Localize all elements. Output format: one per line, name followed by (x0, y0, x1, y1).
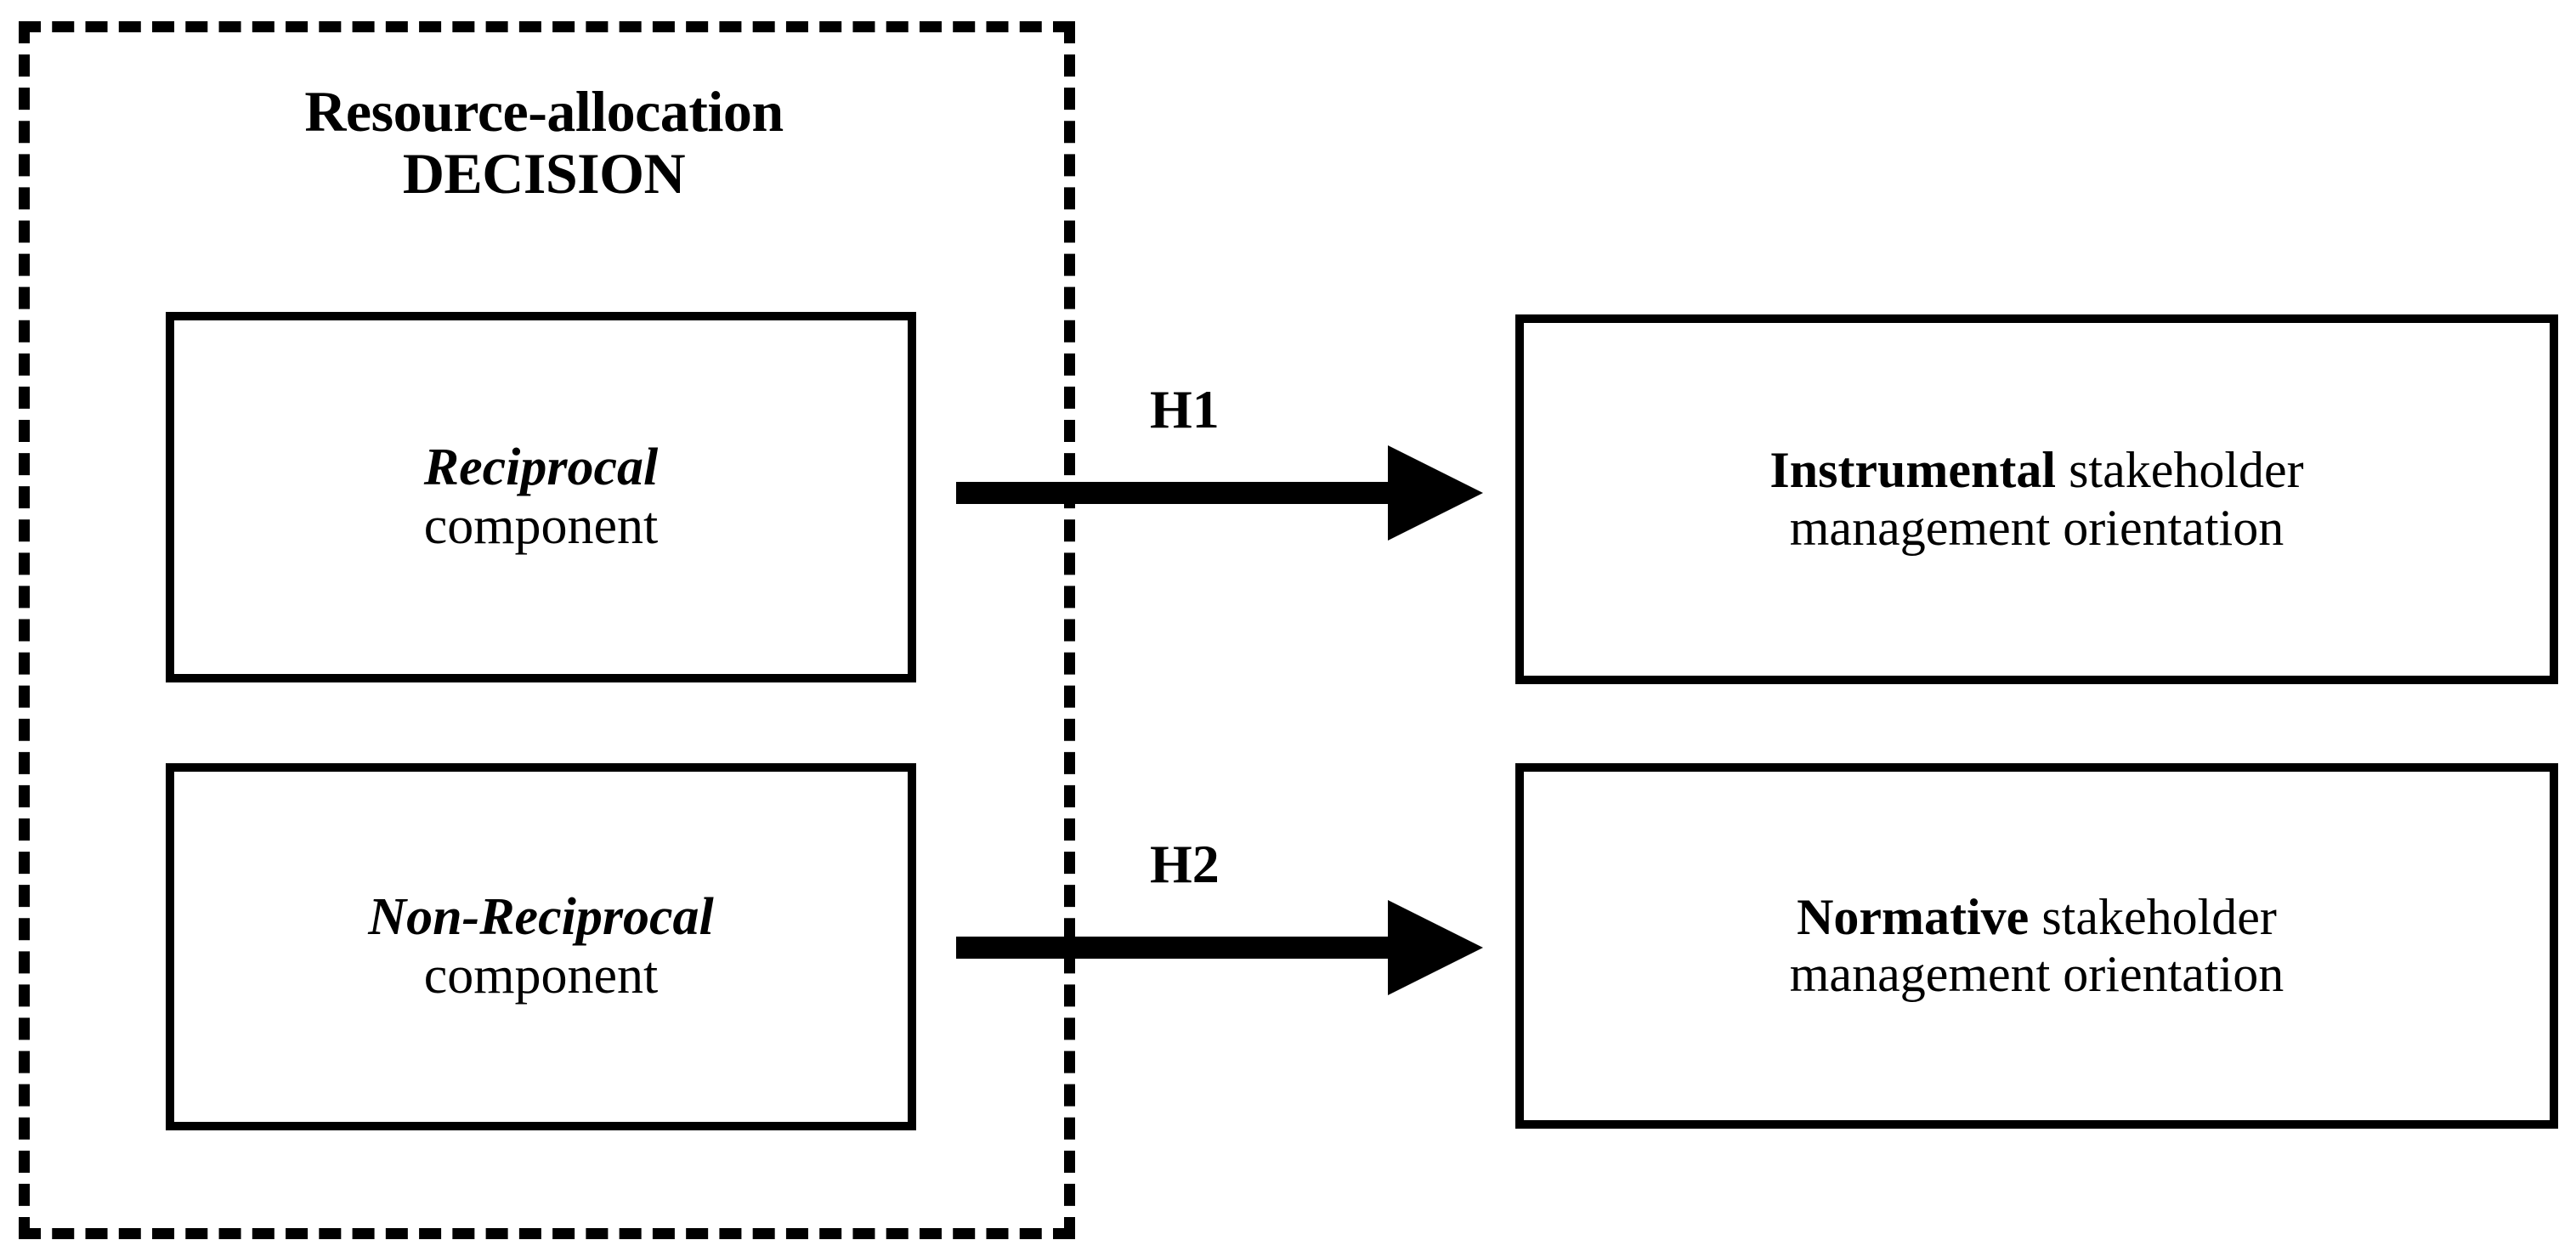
node-normative-detail: stakeholder (2029, 888, 2277, 945)
node-normative-orientation[interactable]: Normative stakeholder management orienta… (1515, 763, 2558, 1129)
node-instrumental-orientation[interactable]: Instrumental stakeholder management orie… (1515, 314, 2558, 684)
node-normative-line1: Normative stakeholder (1797, 889, 2277, 946)
hypothesis-label-h1: H1 (1150, 379, 1220, 439)
node-non-reciprocal-detail: component (423, 947, 659, 1005)
node-reciprocal-emphasis: Reciprocal (423, 438, 659, 496)
node-instrumental-line1: Instrumental stakeholder (1769, 442, 2303, 499)
node-non-reciprocal-component[interactable]: Non-Reciprocal component (166, 763, 916, 1130)
node-normative-emphasis: Normative (1797, 888, 2030, 945)
decision-region-heading: Resource-allocation DECISION (102, 79, 986, 207)
node-non-reciprocal-emphasis: Non-Reciprocal (368, 887, 714, 946)
decision-region-dashed-border (19, 21, 1075, 1239)
arrow-h2 (956, 900, 1483, 995)
decision-region-heading-line1: Resource-allocation (304, 79, 784, 144)
node-instrumental-line2: management orientation (1789, 499, 2284, 556)
arrow-h1 (956, 445, 1483, 541)
node-instrumental-emphasis: Instrumental (1769, 442, 2057, 499)
node-reciprocal-detail: component (423, 497, 659, 555)
decision-region-heading-line2: DECISION (402, 141, 686, 207)
node-normative-line2: management orientation (1789, 946, 2284, 1002)
hypothesis-label-h2: H2 (1150, 834, 1220, 894)
node-reciprocal-component[interactable]: Reciprocal component (166, 312, 916, 682)
node-instrumental-detail: stakeholder (2056, 442, 2304, 499)
